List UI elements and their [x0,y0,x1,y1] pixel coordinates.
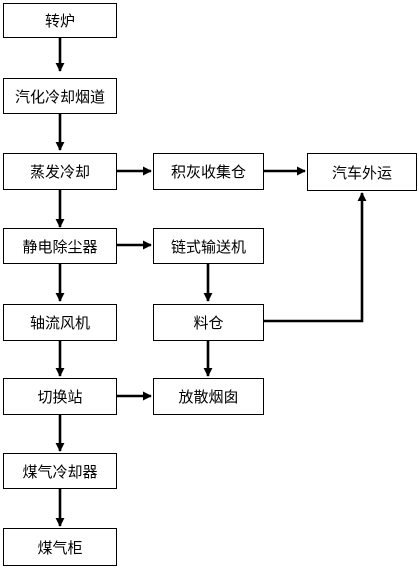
node-vaporization-cooling-flue: 汽化冷却烟道 [3,78,117,114]
node-flare-stack: 放散烟囱 [153,378,264,415]
node-silo: 料仓 [153,304,264,341]
node-switching-station: 切换站 [3,378,117,415]
node-electrostatic-precipitator: 静电除尘器 [3,228,117,264]
node-gas-cooler: 煤气冷却器 [3,453,117,489]
arrow-n12-n10 [264,192,367,323]
node-converter: 转炉 [3,3,117,38]
node-axial-fan: 轴流风机 [3,304,117,341]
node-evaporative-cooling: 蒸发冷却 [3,153,117,190]
node-gas-holder: 煤气柜 [3,528,117,566]
node-chain-conveyor: 链式输送机 [153,228,264,264]
node-truck-transport: 汽车外运 [307,153,417,191]
node-ash-collection-bin: 积灰收集仓 [153,153,264,190]
